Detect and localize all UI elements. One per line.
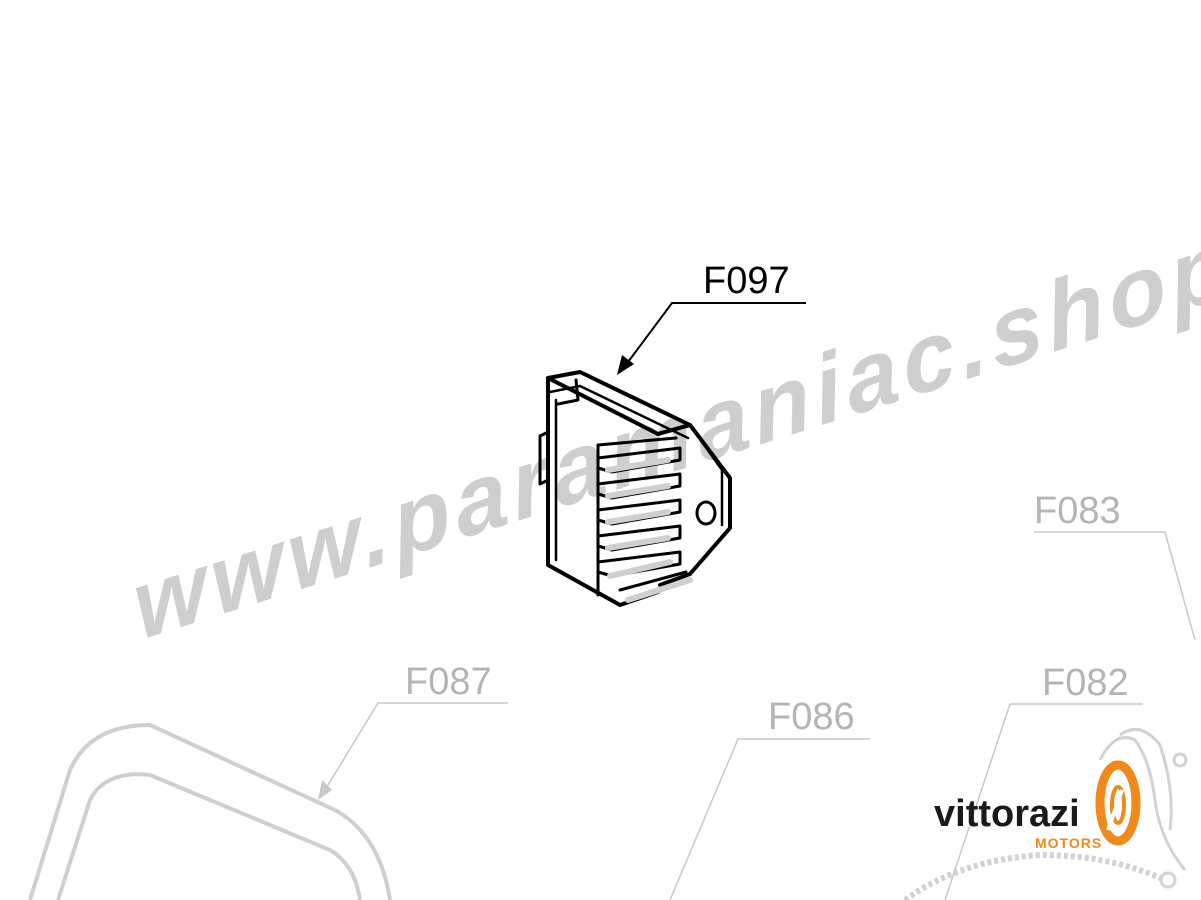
callout-f086-leader (669, 738, 870, 900)
callout-f087: F087 (318, 661, 508, 800)
callout-f087-arrowhead (318, 780, 332, 800)
callout-f097-arrowhead (617, 355, 634, 375)
callout-f097-label: F097 (703, 260, 790, 302)
faded-part-f082-gear (903, 727, 1188, 900)
callout-f083-leader (1034, 531, 1196, 641)
callout-f083-label: F083 (1034, 490, 1121, 532)
callout-f082-leader (944, 703, 1143, 900)
callout-f097-leader (627, 302, 806, 363)
faded-part-f087-housing (28, 722, 392, 900)
callout-f082-label: F082 (1042, 662, 1129, 704)
callout-f086: F086 (669, 696, 870, 900)
callout-f082: F082 (944, 662, 1143, 900)
brand-logo: vittorazi MOTORS (934, 760, 1141, 851)
callout-f086-label: F086 (768, 696, 855, 738)
callout-f097: F097 (617, 260, 806, 375)
callout-f083: F083 (1034, 490, 1196, 641)
brand-subtitle: MOTORS (1035, 835, 1102, 851)
watermark-text: www.paramaniac.shop (126, 209, 1201, 661)
brand-name: vittorazi (934, 793, 1080, 835)
brand-emblem-icon (1095, 760, 1141, 846)
part-f097-regulator (538, 370, 732, 607)
callout-f087-label: F087 (405, 661, 492, 703)
callout-f087-leader (324, 702, 508, 791)
